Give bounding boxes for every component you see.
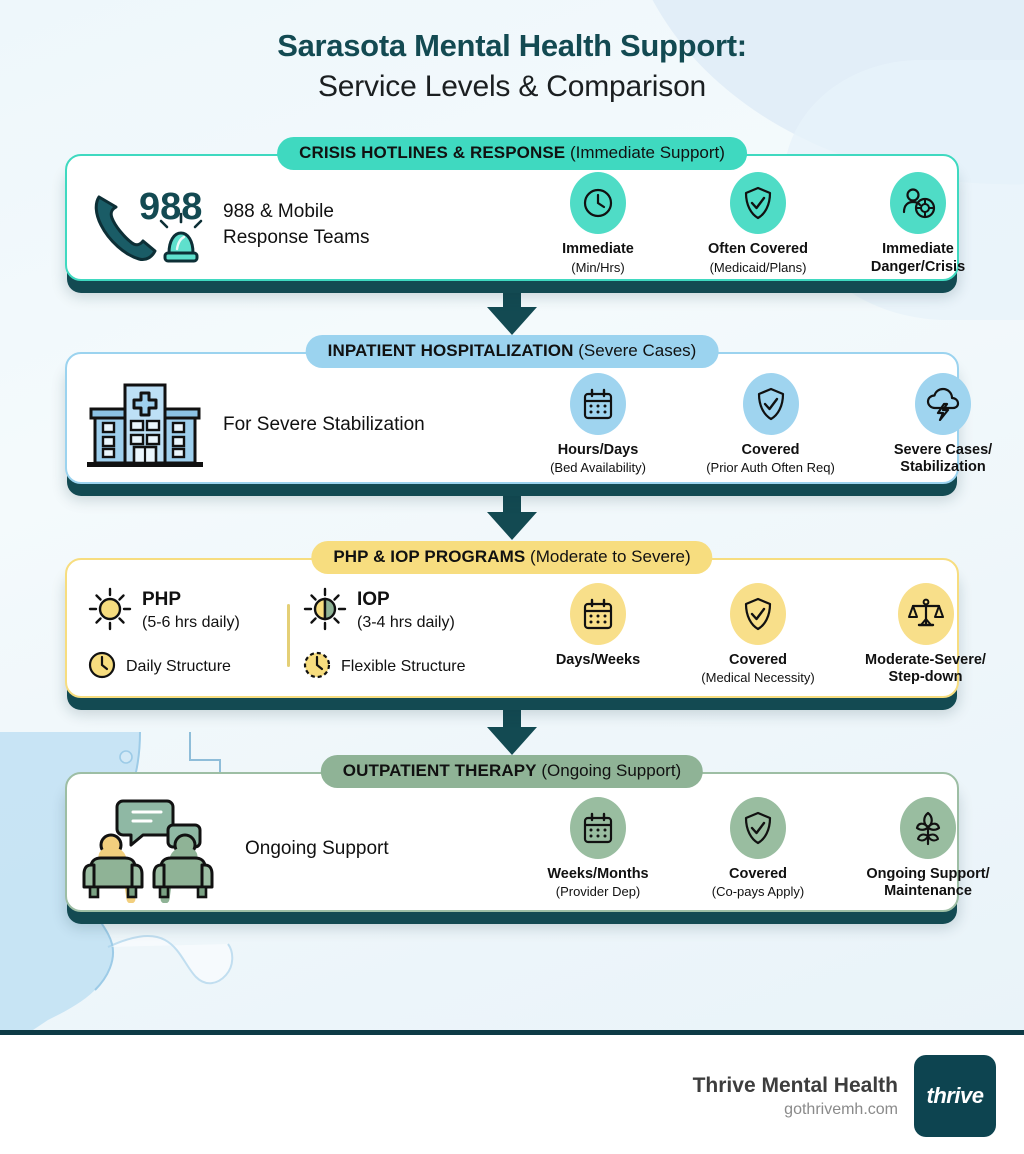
attribute-main-label: Covered [741,441,800,458]
attribute-sub-label: (Co-pays Apply) [711,884,805,899]
attribute-sub-label: (Prior Auth Often Req) [706,460,835,475]
attribute-sub-label: (Bed Availability) [550,460,646,475]
program-php: PHP (5-6 hrs daily) Daily Structure [81,586,281,685]
brand-url[interactable]: gothrivemh.com [784,1101,898,1119]
clock-icon [570,172,626,235]
attribute-main-label: Covered [728,865,788,882]
tier-header-light: (Immediate Support) [569,143,725,162]
logo-text: thrive [926,1083,984,1108]
page-title: Sarasota Mental Health Support: Service … [0,28,1024,104]
storm-cloud-icon [915,372,971,435]
flow-arrow-2 [479,488,545,547]
program-structure: Daily Structure [126,658,231,675]
tier-header-inpatient: INPATIENT HOSPITALIZATION (Severe Cases) [305,335,719,368]
attribute-outpatient-timeline: Weeks/Months (Provider Dep) [518,796,678,900]
attribute-outpatient-coverage: Covered (Co-pays Apply) [678,796,838,900]
attribute-sub-label: (Medical Necessity) [701,670,815,685]
attribute-sub-label: (Medicaid/Plans) [709,259,807,275]
shield-check-icon [742,372,799,435]
attribute-php-usecase: Moderate-Severe/ Step-down [838,582,1013,687]
tier-left-label-outpatient: Ongoing Support [245,838,389,860]
attribute-inpatient-coverage: Covered (Prior Auth Often Req) [678,372,863,476]
attribute-main-label: Severe Cases/ Stabilization [893,441,993,475]
attribute-main-label: Immediate Danger/Crisis [870,241,966,275]
phone-988-siren-icon: 988 [81,177,209,273]
attribute-inpatient-usecase: Severe Cases/ Stabilization [863,372,1023,477]
thrive-logo: thrive [914,1055,996,1137]
attribute-main-label: Days/Weeks [555,651,641,668]
flow-arrow-3 [479,703,545,762]
tier-header-light: (Ongoing Support) [541,761,682,780]
attribute-sub-label: (Provider Dep) [555,884,641,899]
tier-card-inpatient: For Severe Stabilization [65,352,992,484]
attribute-sub-label: (Min/Hrs) [571,259,625,275]
brand-name: Thrive Mental Health [692,1073,898,1097]
attribute-main-label: Moderate-Severe/ Step-down [865,651,986,685]
shield-check-icon [730,172,786,235]
attribute-php-coverage: Covered (Medical Necessity) [678,582,838,686]
program-hours: (5-6 hrs daily) [142,613,240,631]
attribute-main-label: Covered [728,651,788,668]
dashed-clock-icon [302,650,332,685]
attribute-inpatient-timeline: Hours/Days (Bed Availability) [518,372,678,476]
tier-card-outpatient: Ongoing Support [65,772,990,912]
therapy-session-icon [81,795,231,903]
attribute-main-label: Ongoing Support/ Maintenance [866,865,990,899]
hospital-building-icon [81,375,209,475]
tier-header-bold: OUTPATIENT THERAPY [342,761,537,780]
scales-icon [897,582,954,645]
tier-header-outpatient: OUTPATIENT THERAPY (Ongoing Support) [320,755,704,788]
tier-card-php-iop: PHP (5-6 hrs daily) Daily Structure [65,558,986,698]
tier-left-label-inpatient: For Severe Stabilization [223,414,425,436]
attribute-main-label: Immediate [562,241,634,258]
shield-check-icon [730,796,786,859]
person-lifering-icon [890,172,946,235]
attribute-main-label: Weeks/Months [547,865,649,882]
attribute-main-label: Often Covered [708,241,808,258]
sun-icon [87,586,133,637]
attribute-php-timeline: Days/Weeks [518,582,678,670]
attribute-main-label: Hours/Days [557,441,639,458]
calendar-icon [570,796,626,859]
clock-icon [87,650,117,685]
tier-header-bold: PHP & IOP PROGRAMS [333,547,526,566]
footer-divider [0,1030,1024,1035]
tier-header-crisis: CRISIS HOTLINES & RESPONSE (Immediate Su… [277,137,747,170]
attribute-crisis-timeline: Immediate (Min/Hrs) [518,172,678,275]
divider-vertical [287,603,290,667]
program-name: PHP [142,588,182,610]
tier-header-light: (Severe Cases) [578,341,697,360]
tier-left-label-crisis: 988 & Mobile Response Teams [223,200,370,248]
tier-card-crisis: 988 988 & Mobile Response Teams [65,154,965,281]
calendar-icon [570,582,626,645]
tier-header-bold: CRISIS HOTLINES & RESPONSE [299,143,566,162]
flow-arrow-1 [479,283,545,342]
tier-header-php-iop: PHP & IOP PROGRAMS (Moderate to Severe) [311,541,713,574]
tier-header-bold: INPATIENT HOSPITALIZATION [327,341,574,360]
program-iop: IOP (3-4 hrs daily) Flexible Structure [296,586,496,685]
program-name: IOP [357,588,390,610]
attribute-crisis-coverage: Often Covered (Medicaid/Plans) [678,172,838,275]
program-structure: Flexible Structure [341,658,466,675]
attribute-outpatient-usecase: Ongoing Support/ Maintenance [838,796,1018,901]
program-hours: (3-4 hrs daily) [357,613,455,631]
flower-icon [900,796,956,859]
calendar-icon [570,372,626,435]
shield-check-icon [730,582,786,645]
attribute-crisis-usecase: Immediate Danger/Crisis [838,172,998,276]
svg-text:988: 988 [139,186,202,228]
title-secondary: Service Levels & Comparison [317,70,707,103]
footer: Thrive Mental Health gothrivemh.com thri… [0,1035,1024,1154]
title-primary: Sarasota Mental Health Support: [277,28,747,63]
tier-header-light: (Moderate to Severe) [530,547,691,566]
half-sun-icon [302,586,348,637]
